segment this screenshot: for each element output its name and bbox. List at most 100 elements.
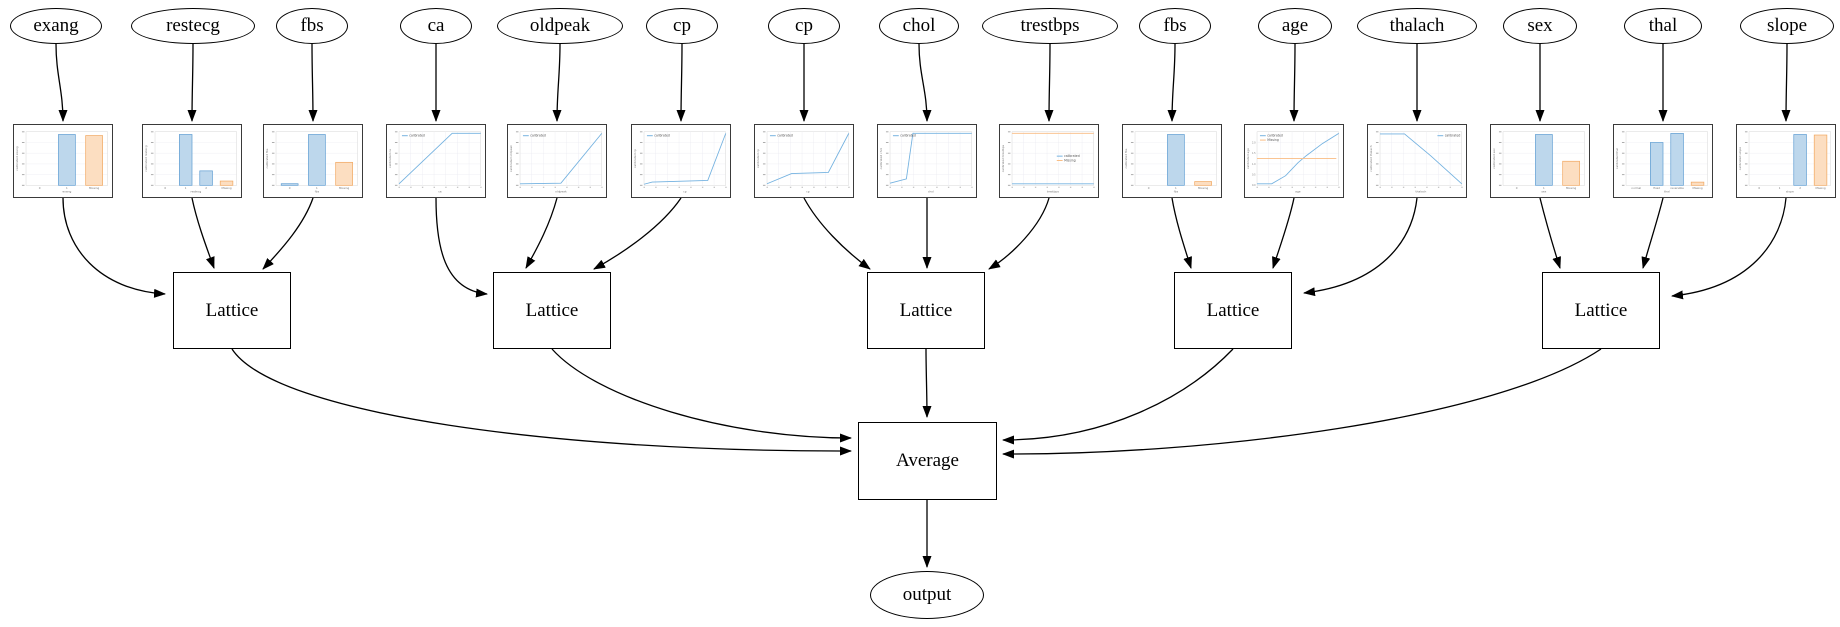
output-label: output — [902, 584, 952, 605]
feature-label: ca — [427, 15, 445, 36]
calibrator-chart-cp: cp calibrated cp calibrated — [631, 124, 731, 198]
edge-feature-to-chart-exang — [55, 43, 68, 122]
svg-text:2: 2 — [205, 186, 207, 190]
svg-text:0: 0 — [1516, 186, 1518, 190]
feature-label: cp — [795, 15, 813, 36]
edge-chart-to-lattice-cp2 — [803, 197, 871, 270]
edge-feature-to-chart-restecg — [187, 43, 197, 122]
svg-text:0: 0 — [1148, 186, 1150, 190]
svg-text:thalach: thalach — [1415, 189, 1426, 193]
svg-text:0.5: 0.5 — [1252, 173, 1256, 176]
svg-text:cp: cp — [806, 189, 810, 193]
edge-chart-to-lattice-exang — [62, 197, 166, 298]
feature-node-ca: ca — [400, 8, 472, 44]
svg-text:chol: chol — [928, 189, 934, 193]
feature-node-cp: cp — [646, 8, 718, 44]
lattice-node-4: Lattice — [1174, 272, 1292, 349]
feature-node-restecg: restecg — [131, 8, 255, 44]
svg-text:2.0: 2.0 — [1252, 141, 1256, 144]
lattice-node-3: Lattice — [867, 272, 985, 349]
svg-text:calibrated oldpeak: calibrated oldpeak — [509, 145, 513, 172]
svg-text:reversible: reversible — [1670, 186, 1684, 190]
lattice-label: Lattice — [1206, 299, 1260, 321]
svg-text:calibrated: calibrated — [654, 134, 670, 138]
edge-lattice-2-to-average — [551, 348, 852, 443]
edge-feature-to-chart-fbs — [308, 43, 318, 122]
lattice-label: Lattice — [525, 299, 579, 321]
svg-text:fbs: fbs — [315, 189, 320, 193]
edge-feature-to-chart-cp — [676, 43, 686, 122]
svg-text:calibrated: calibrated — [530, 134, 546, 138]
feature-label: sex — [1527, 15, 1553, 36]
svg-text:restecg: restecg — [190, 189, 201, 193]
output-node: output — [870, 571, 984, 619]
edge-chart-to-lattice-slope — [1671, 197, 1787, 300]
svg-text:slope: slope — [1786, 189, 1794, 193]
svg-text:Missing: Missing — [221, 186, 231, 190]
feature-label: chol — [902, 15, 936, 36]
average-node: Average — [858, 422, 997, 500]
feature-node-trestbps: trestbps — [982, 8, 1118, 44]
svg-text:Missing: Missing — [1566, 186, 1576, 190]
svg-text:calibrated sex: calibrated sex — [1492, 148, 1496, 169]
edge-feature-to-chart-slope — [1781, 43, 1791, 122]
edge-feature-to-chart-chol — [918, 43, 932, 122]
edge-lattice-3-to-average — [922, 348, 932, 418]
lattice-label: Lattice — [1574, 299, 1628, 321]
edge-chart-to-lattice-restecg — [191, 197, 215, 269]
calibrator-chart-oldpeak: oldpeak calibrated oldpeak calibrated — [507, 124, 607, 198]
svg-text:ca: ca — [438, 189, 442, 193]
feature-label: thal — [1648, 15, 1678, 36]
svg-text:cp: cp — [683, 189, 687, 193]
lattice-node-5: Lattice — [1542, 272, 1660, 349]
feature-node-slope: slope — [1740, 8, 1834, 44]
svg-text:calibrated: calibrated — [1064, 154, 1080, 158]
svg-text:fixed: fixed — [1653, 186, 1660, 190]
edge-chart-to-lattice-ca — [435, 197, 488, 298]
svg-text:1: 1 — [1175, 186, 1177, 190]
svg-text:calibrated thalach: calibrated thalach — [1369, 145, 1373, 171]
lattice-node-2: Lattice — [493, 272, 611, 349]
svg-text:calibrated fbs: calibrated fbs — [265, 148, 269, 168]
feature-label: age — [1281, 15, 1309, 36]
svg-text:Missing: Missing — [339, 186, 349, 190]
svg-text:calibrated cp: calibrated cp — [633, 149, 637, 168]
svg-text:Missing: Missing — [1692, 186, 1702, 190]
svg-text:1.0: 1.0 — [1252, 163, 1256, 166]
edge-chart-to-lattice-sex — [1539, 197, 1561, 269]
feature-node-oldpeak: oldpeak — [497, 8, 623, 44]
calibrator-chart-fbs: 0 1 Missing fbs calibrated fbs — [263, 124, 363, 198]
svg-text:age: age — [1295, 189, 1301, 193]
svg-text:Missing: Missing — [1815, 186, 1825, 190]
svg-text:fbs: fbs — [1174, 189, 1179, 193]
feature-label: restecg — [166, 15, 220, 36]
edge-feature-to-chart-fbs2 — [1167, 43, 1177, 122]
svg-text:oldpeak: oldpeak — [555, 189, 567, 193]
svg-text:0: 0 — [289, 186, 291, 190]
feature-label: exang — [33, 15, 79, 36]
feature-label: trestbps — [1020, 15, 1080, 36]
feature-node-fbs: fbs — [276, 8, 348, 44]
feature-label: thalach — [1389, 15, 1445, 36]
svg-text:calibrated: calibrated — [900, 134, 916, 138]
svg-text:calibrated cp: calibrated cp — [756, 149, 760, 168]
svg-text:1: 1 — [316, 186, 318, 190]
svg-text:thal: thal — [1664, 189, 1670, 193]
svg-text:Missing: Missing — [89, 186, 99, 190]
svg-text:calibrated slope: calibrated slope — [1738, 147, 1742, 170]
edge-chart-to-lattice-trestbps — [988, 197, 1050, 270]
svg-text:calibrated ca: calibrated ca — [388, 149, 392, 168]
edge-chart-to-lattice-thalach — [1303, 197, 1418, 297]
feature-node-sex: sex — [1503, 8, 1577, 44]
svg-text:calibrated restecg: calibrated restecg — [144, 145, 148, 171]
